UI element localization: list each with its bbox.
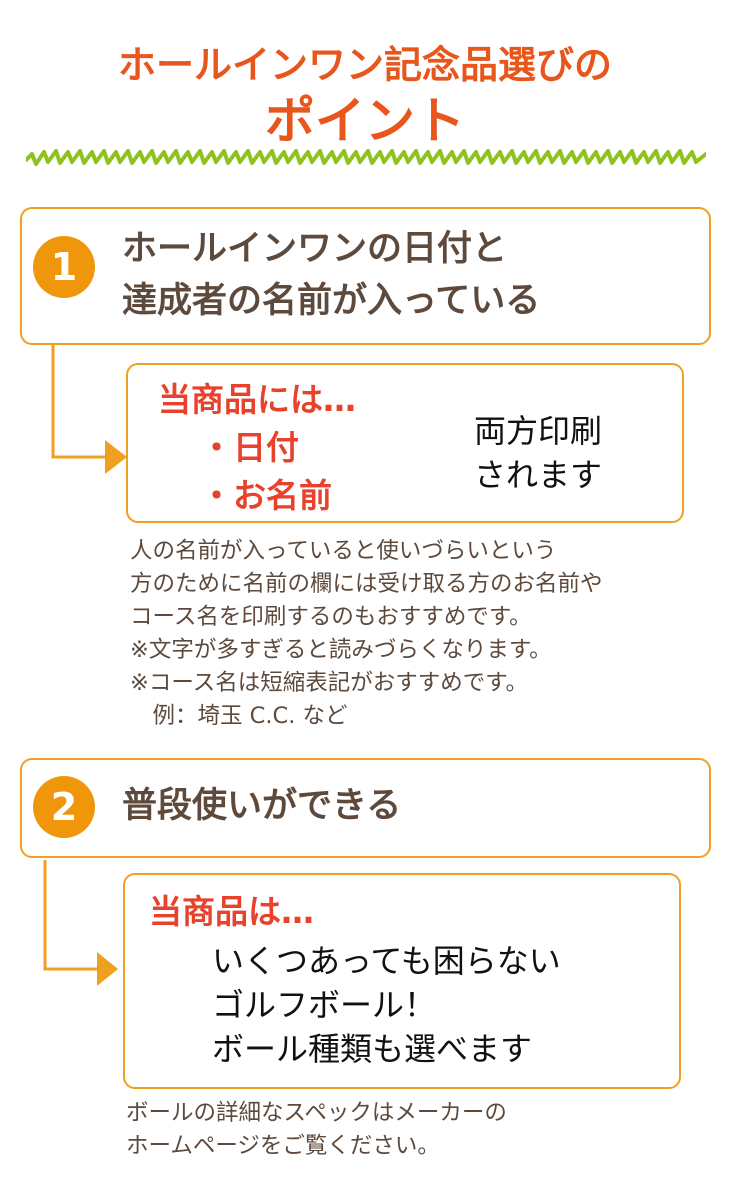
point-1-title-line1: ホールインワンの日付と: [122, 229, 508, 269]
detail-2-line3: ボール種類も選べます: [212, 1030, 533, 1068]
number-badge-1: 1: [33, 236, 95, 298]
note-line: ※文字が多すぎると読みづらくなります。: [130, 637, 552, 663]
detail-1-bullet-name: ・お名前: [200, 476, 332, 515]
grass-underline-decoration: [26, 149, 706, 166]
number-badge-2: 2: [33, 776, 95, 838]
note-line: 方のために名前の欄には受け取る方のお名前や: [130, 571, 603, 597]
page-title-line2: ポイント: [265, 92, 465, 150]
point-2-connector-arrow: [43, 860, 118, 986]
point-2-detail-box: 当商品は… いくつあっても困らない ゴルフボール！ ボール種類も選べます: [123, 873, 681, 1089]
detail-1-bullet-date: ・日付: [200, 428, 299, 467]
point-2-title: 普段使いができる: [122, 786, 402, 826]
point-1-box: 1 ホールインワンの日付と 達成者の名前が入っている: [20, 207, 711, 345]
detail-2-line1: いくつあっても困らない: [212, 942, 561, 980]
point-1-title-line2: 達成者の名前が入っている: [122, 281, 541, 321]
detail-2-line2: ゴルフボール！: [212, 986, 437, 1024]
point-2-notes: ボールの詳細なスペックはメーカーの ホームページをご覧ください。: [126, 1097, 507, 1163]
page-title-line1: ホールインワン記念品選びの: [117, 43, 612, 87]
note-line: ホームページをご覧ください。: [126, 1133, 440, 1159]
note-line: ※コース名は短縮表記がおすすめです。: [130, 670, 528, 696]
note-line: ボールの詳細なスペックはメーカーの: [126, 1100, 507, 1126]
note-line: 例：埼玉 C.C. など: [130, 703, 348, 729]
detail-1-side-line1: 両方印刷: [474, 412, 603, 450]
note-line: 人の名前が入っていると使いづらいという: [130, 538, 557, 564]
detail-2-lead: 当商品は…: [149, 892, 314, 931]
detail-1-side-line2: されます: [474, 456, 603, 494]
point-1-detail-box: 当商品には… ・日付 ・お名前 両方印刷 されます: [126, 363, 684, 523]
detail-1-lead: 当商品には…: [158, 380, 356, 419]
point-2-box: 2 普段使いができる: [20, 758, 711, 858]
point-1-notes: 人の名前が入っていると使いづらいという 方のために名前の欄には受け取る方のお名前…: [130, 535, 603, 733]
point-1-connector-arrow: [51, 345, 127, 474]
note-line: コース名を印刷するのもおすすめです。: [130, 604, 532, 630]
